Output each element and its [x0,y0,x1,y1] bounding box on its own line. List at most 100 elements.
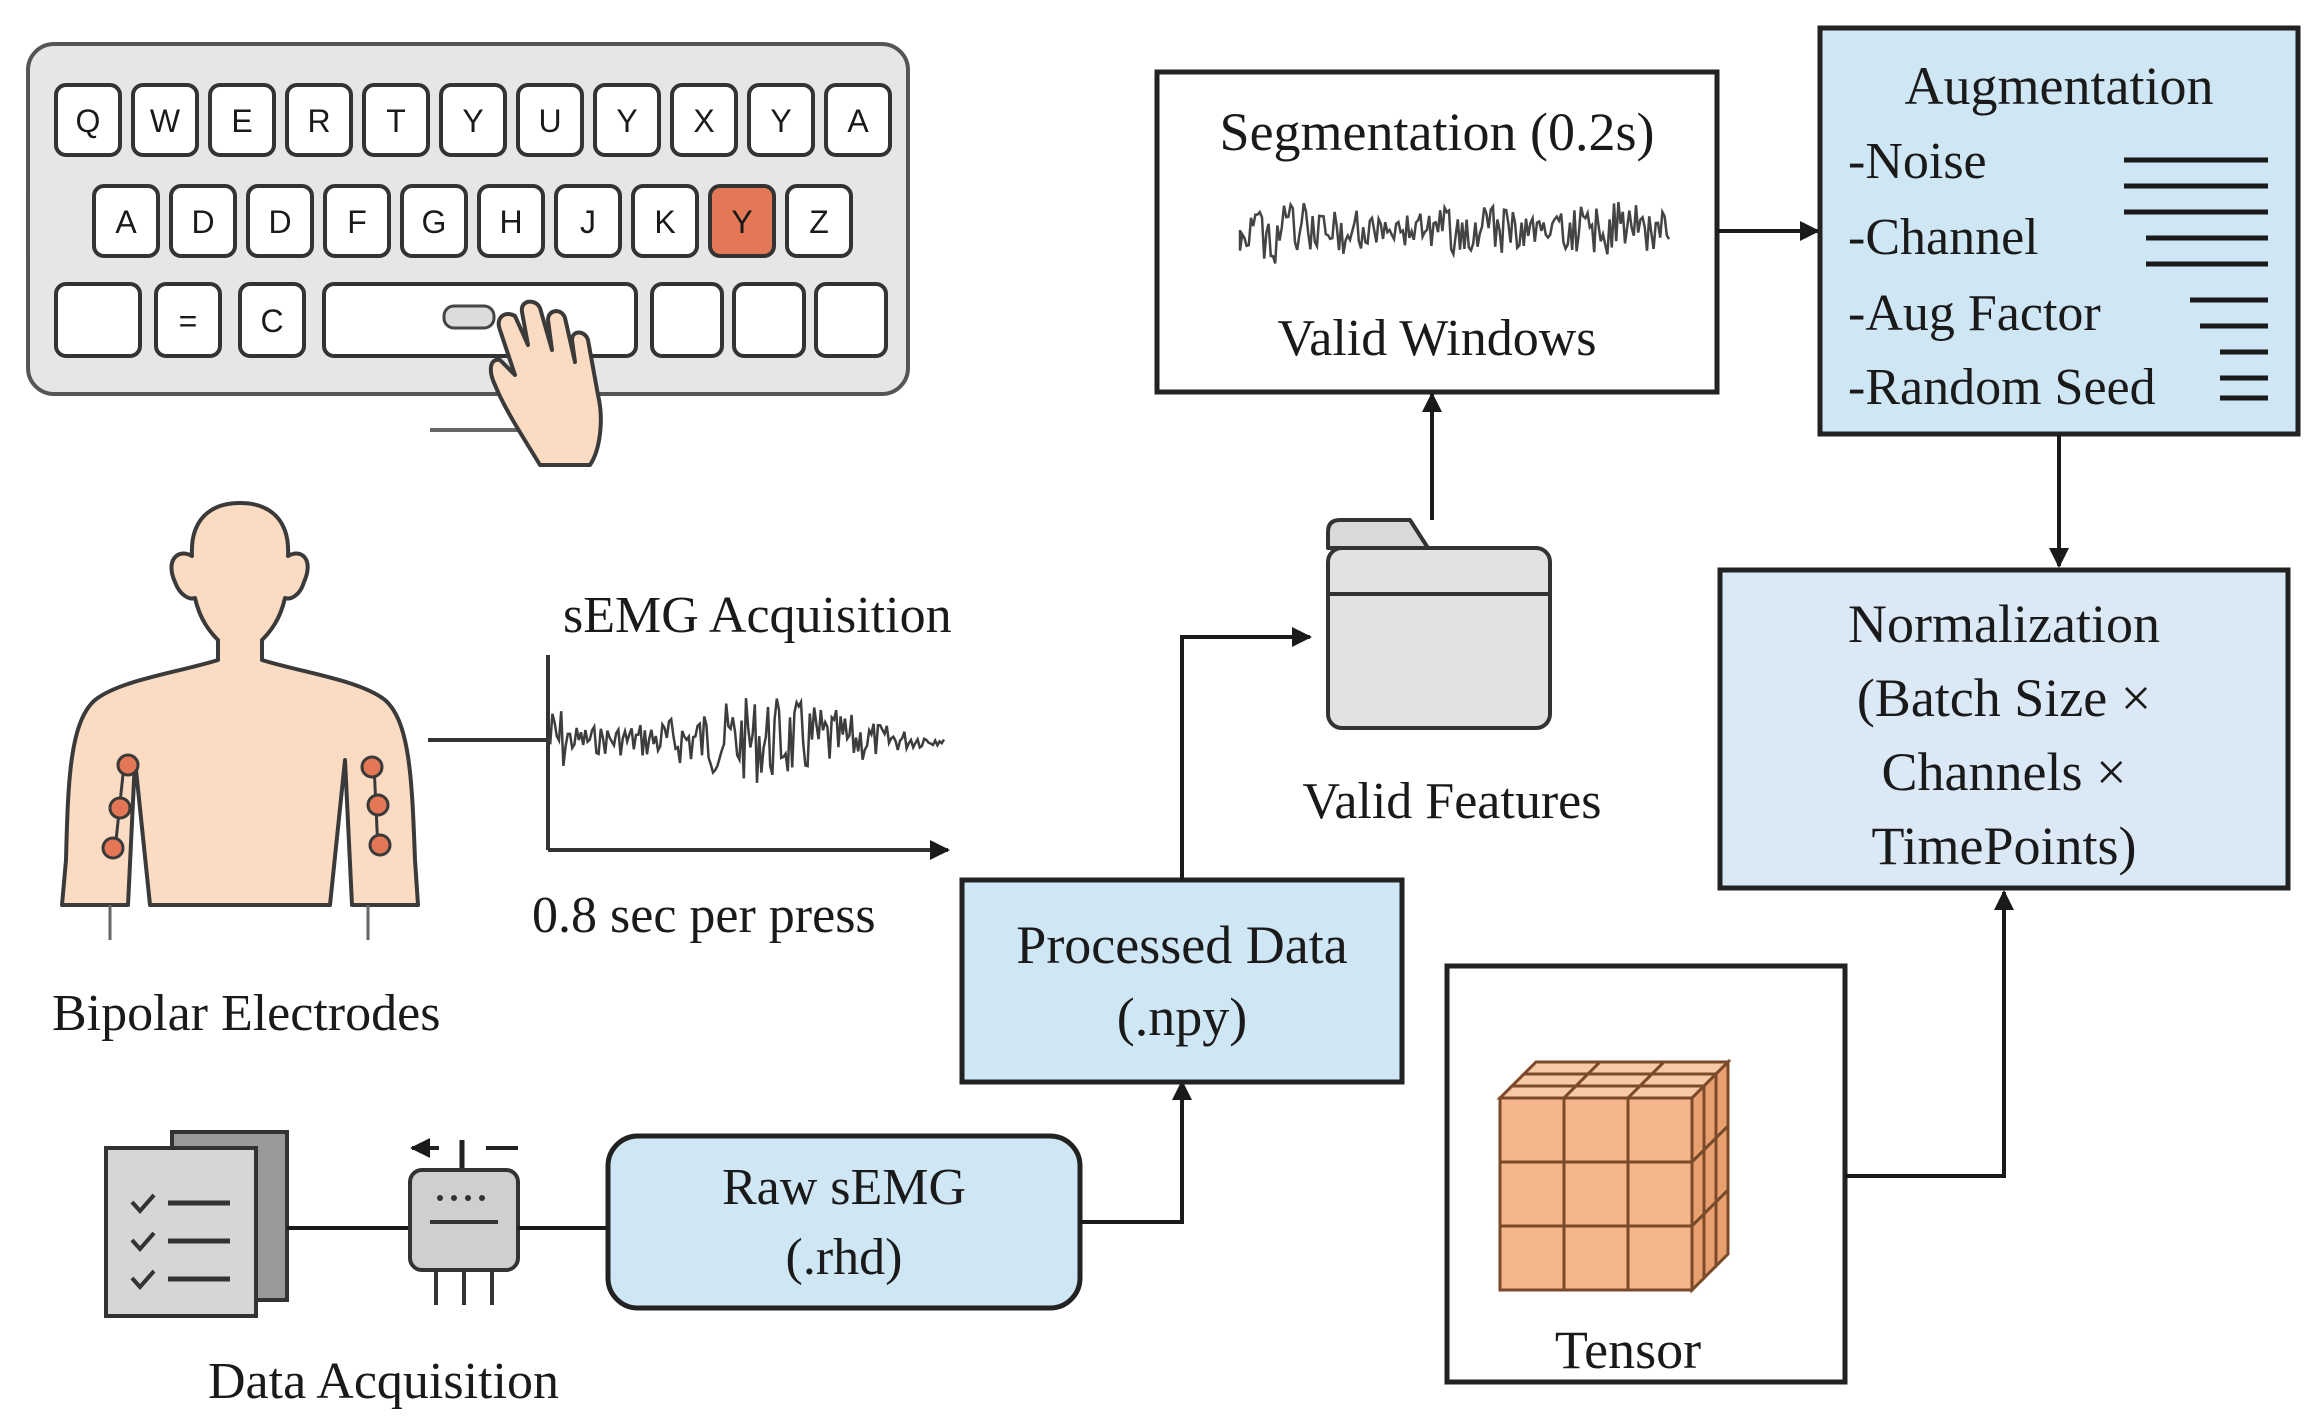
keyboard-key-label: Y [770,103,791,139]
tensor-cube-icon [1496,1058,1732,1294]
keyboard-key-label: X [693,103,714,139]
electrode [360,755,384,779]
keyboard-key: T [362,83,430,157]
arrow-raw-to-processed [1080,1080,1192,1224]
keyboard-key-label: C [260,303,283,339]
augmentation-item: -Channel [1848,209,2039,266]
tensor-cell [1498,1224,1566,1292]
keyboard-key: D [246,184,314,258]
keyboard-key: Y [593,83,661,157]
keyboard-key: F [323,184,391,258]
electrode [116,753,140,777]
electrode [108,796,132,820]
electrode [366,793,390,817]
keyboard-key: Z [785,184,853,258]
raw-line2: (.rhd) [786,1229,903,1286]
human-torso-icon [60,501,420,940]
keyboard-key-label: G [422,204,447,240]
tensor-cell [1626,1160,1694,1228]
keyboard-key: D [169,184,237,258]
tensor-cell [1702,1198,1718,1282]
segment-waveform [1238,201,1671,264]
augmentation-title: Augmentation [1905,56,2214,116]
hand-press-icon [430,299,603,467]
augmentation-item: -Random Seed [1848,359,2156,416]
tensor-cell [1562,1096,1630,1164]
keyboard-key-label: = [179,303,198,339]
acquisition-label: Data Acquisition [208,1353,559,1410]
raw-line1: Raw sEMG [722,1159,966,1216]
processed-line1: Processed Data [1016,915,1347,975]
keyboard-key: K [631,184,699,258]
electrode [101,836,125,860]
augmentation-item: -Noise [1848,133,1987,190]
keyboard-key: X [670,83,738,157]
keyboard-key-label: T [386,103,406,139]
keyboard-key-label: Z [809,204,829,240]
keyboard-key: J [554,184,622,258]
segmentation-title: Segmentation (0.2s) [1220,102,1655,162]
tensor-cell [1498,1160,1566,1228]
document-stack-icon [104,1130,289,1318]
keyboard-key-label: E [231,103,252,139]
segmentation-subtitle: Valid Windows [1277,310,1596,367]
normalization-box [1717,567,2291,891]
electrode [368,833,392,857]
keyboard-key: U [516,83,584,157]
tensor-cell [1690,1210,1706,1294]
keyboard-key-label: D [191,204,214,240]
keyboard-key: R [285,83,353,157]
keyboard-key: Q [54,83,122,157]
keyboard-key-label: K [654,204,675,240]
tensor-label: Tensor [1555,1320,1701,1380]
keyboard-key-label: D [268,204,291,240]
arrow-processed-to-features [1180,627,1312,880]
normalization-line: TimePoints) [1871,816,2136,876]
keyboard-key-label: J [580,204,596,240]
tensor-cell [1626,1224,1694,1292]
normalization-line: Normalization [1848,594,2160,654]
processed-line2: (.npy) [1117,987,1247,1047]
keyboard-key: E [208,83,276,157]
electrode-group-right [360,755,392,857]
features-label: Valid Features [1303,773,1602,830]
keyboard-key-label: W [150,103,181,139]
parameter-bars-icon [2124,157,2268,401]
keyboard-key: Y [439,83,507,157]
tensor-cell [1714,1186,1730,1270]
keyboard-key: Y [708,184,776,258]
tensor-cell [1562,1224,1630,1292]
arrow-tensor-to-normalization [1845,890,2014,1178]
normalization-line: Channels × [1882,742,2127,802]
keyboard-key-label: Y [731,204,752,240]
electrodes-label: Bipolar Electrodes [52,985,440,1042]
keyboard-key-label: A [847,103,869,139]
semg-title: sEMG Acquisition [563,587,952,644]
keyboard-key-label: Y [462,103,483,139]
keyboard-key [814,282,888,358]
keyboard-key-label: H [499,204,522,240]
semg-caption: 0.8 sec per press [532,887,876,944]
folder-icon [1326,518,1552,730]
augmentation-item: -Aug Factor [1848,285,2101,342]
tensor-cell [1498,1096,1566,1164]
tensor-cell [1562,1160,1630,1228]
keyboard-key-label: Y [616,103,637,139]
tensor-cell [1626,1096,1694,1164]
keyboard-key: Y [747,83,815,157]
keyboard-key: G [400,184,468,258]
normalization-line: (Batch Size × [1857,668,2151,728]
keyboard-key [650,282,724,358]
keyboard-key: A [92,184,160,258]
keyboard-key: H [477,184,545,258]
keyboard-key: A [824,83,892,157]
acquisition-device-icon [408,1138,520,1305]
keyboard-key-label: Q [76,103,101,139]
keyboard-key-label: F [347,204,367,240]
keyboard-key: W [131,83,199,157]
keyboard-key [54,282,142,358]
keyboard-key-label: A [115,204,137,240]
semg-waveform [546,697,946,783]
